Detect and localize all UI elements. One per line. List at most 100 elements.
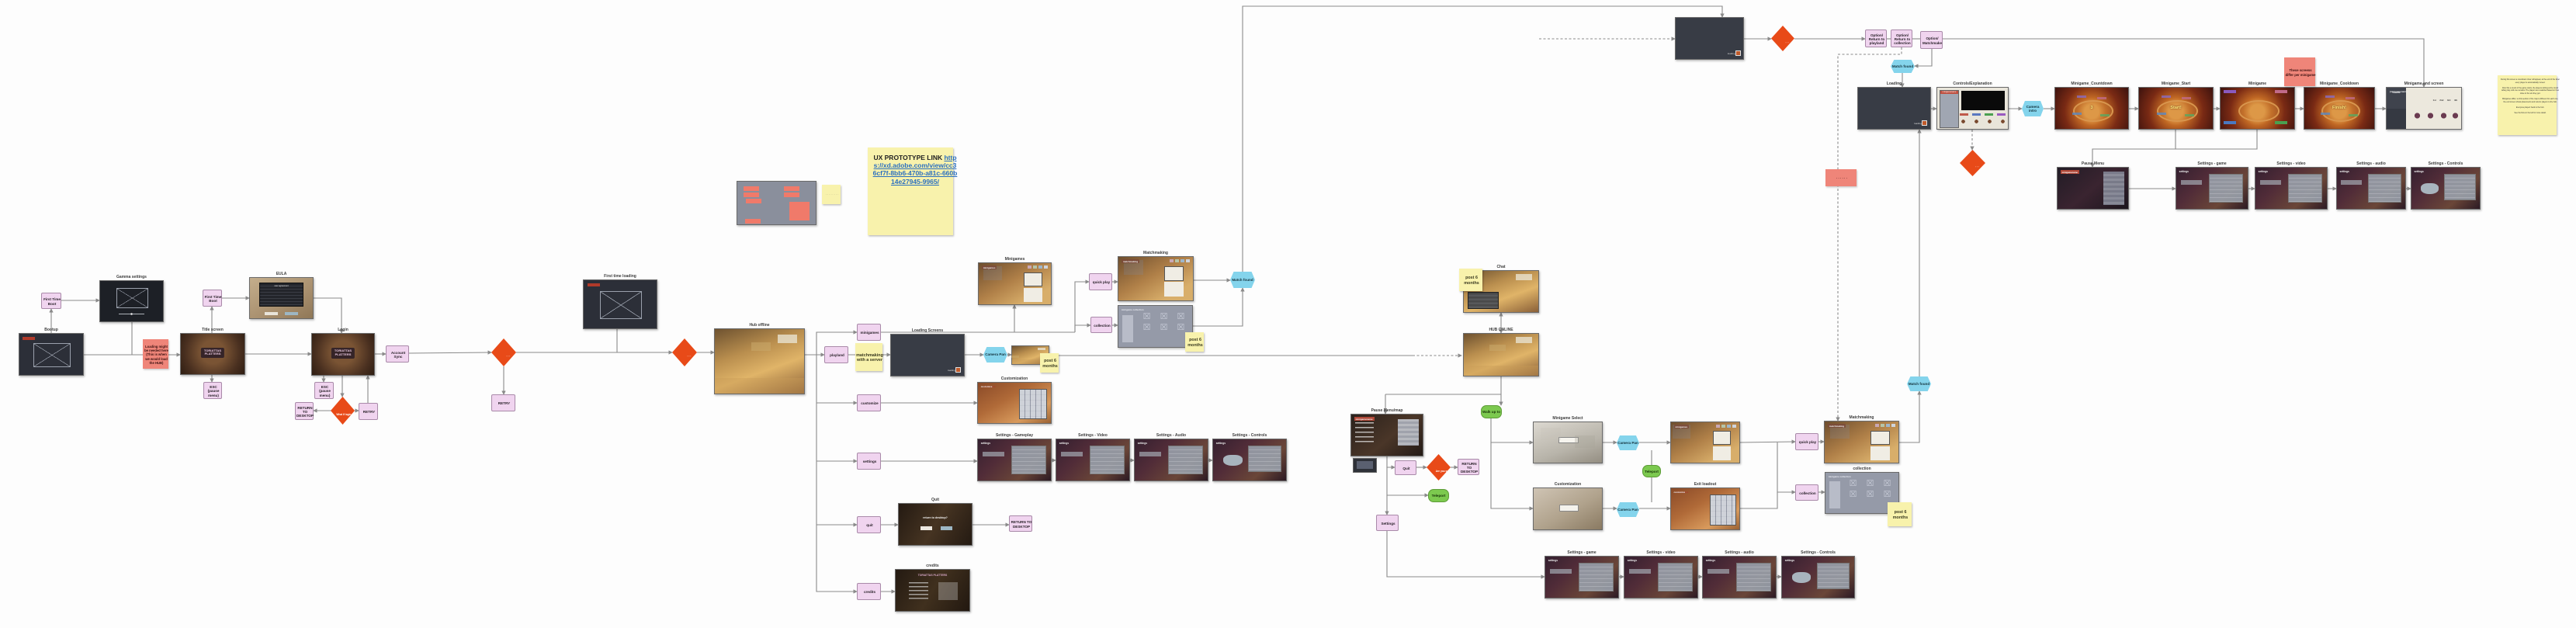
action-option-matchmake[interactable]: Option/ Matchmake [1920,31,1943,49]
screen-minigame-select[interactable]: Minigame Select [1533,416,1603,463]
screen-eula[interactable]: EULA [249,272,314,319]
note-ux-prototype[interactable]: UX PROTOTYPE LINK https://xd.adobe.com/v… [868,147,957,235]
screen-hub-online[interactable]: HUB ONLINE [1463,328,1539,376]
event-camera-pan-2[interactable]: Camera Pan [1617,435,1639,450]
decision-top[interactable]: · · · [1771,26,1794,51]
action-retry-2[interactable]: RETRY [491,394,515,411]
action-minigames[interactable]: minigames [857,324,881,341]
action-quit-pause[interactable]: Quit [1395,460,1416,475]
screen-hub-offline[interactable]: Hub offline [714,323,805,394]
screen-loading-top[interactable] [1675,17,1744,60]
screen-minigames-2[interactable]: minigames [1670,422,1740,463]
action-option-return-collection[interactable]: Option/ Return to collection [1891,29,1912,47]
screen-minigame[interactable]: Minigame [2220,82,2295,130]
action-retry-2-text: RETRY [498,401,511,406]
event-match-found-2[interactable]: Match found [1907,376,1931,391]
action-settings-pause[interactable]: Settings [1376,515,1399,531]
event-match-found-3[interactable]: Match found [1891,60,1915,73]
decision-loaded[interactable]: · · · [672,338,697,366]
screen-customization-select[interactable]: Customization [1533,482,1603,530]
screen-first-time-loading[interactable]: First time loading [583,274,657,329]
warn-small-top[interactable]: · · · · · · [1825,169,1857,186]
action-settings[interactable]: settings [857,453,881,470]
ux-prototype-link[interactable]: https://xd.adobe.com/view/cc36cf7f-8bb6-… [872,154,958,186]
decision-controls[interactable]: · · · [1960,150,1985,176]
note-matchmaking-server[interactable]: matchmaking with a server [855,343,883,371]
note-small-wireframe[interactable]: · · · · · · · · · · · · [822,185,841,204]
decision-first-time[interactable]: · · · [491,338,516,366]
note-minigame-flow[interactable]: During this screen a countdown timer wil… [2498,75,2560,135]
action-first-time-boot-2[interactable]: First Time Boot [203,290,222,307]
action-credits[interactable]: credits [857,583,881,600]
screen-credits[interactable]: credits [895,564,970,612]
event-match-found-1[interactable]: Match found [1230,272,1255,288]
note-post-6-months-1[interactable]: post 6 months [1040,353,1059,373]
action-return-desktop-2[interactable]: RETURN TO DESKTOP [1458,459,1479,475]
screen-map-small[interactable] [1353,458,1377,473]
warn-screens-differ[interactable]: These screens differ per minigame [2284,57,2315,86]
action-first-time-boot-1[interactable]: First Time Boot [41,293,61,309]
action-quick-play-1[interactable]: quick play [1089,273,1112,290]
warn-loading-needed[interactable]: Loading might be needed here (This is wh… [143,339,168,369]
action-return-desktop-3[interactable]: RETURN TO DESKTOP [1009,515,1032,532]
screen-quit[interactable]: Quit [898,498,973,546]
screen-title[interactable]: Title screen [180,328,245,375]
decision-are-you-sure[interactable]: Are you sure [1427,454,1451,481]
action-account-sync[interactable]: Account Sync [386,345,409,363]
event-camera-pan-3[interactable]: Camera Pan [1617,502,1639,517]
action-option-return-playland[interactable]: Option/ Return to playland [1865,29,1887,47]
action-quit[interactable]: quit [857,516,881,533]
trigger-walk-up-to[interactable]: Walk up to [1481,405,1502,418]
event-camera-pan-1[interactable]: Camera Pan [983,347,1007,363]
note-post-6-months-4[interactable]: post 6 months [1888,502,1912,526]
screen-bootup[interactable]: Bootup [19,328,84,376]
screen-minigame-end[interactable]: Minigame end screen(minigamename) [2386,82,2462,130]
trigger-teleport-1[interactable]: Teleport [1428,489,1449,502]
note-post-6-months-3[interactable]: post 6 months [1459,269,1482,291]
action-esc-pause-1[interactable]: ESC (pause menu) [203,382,222,399]
action-quick-play-2[interactable]: quick play [1795,433,1818,450]
action-collection-1[interactable]: collection [1090,317,1112,333]
action-esc-pause-2[interactable]: ESC (pause menu) [314,382,334,399]
action-return-desktop-1[interactable]: RETURN TO DESKTOP [295,402,314,420]
action-customize[interactable]: customize [857,394,881,411]
note-post-6-months-2[interactable]: post 6 months [1185,332,1204,352]
screen-pause-menu-minigame[interactable]: Pause Menu [2057,161,2129,210]
action-retry-1[interactable]: RETRY [359,403,378,420]
screen-login[interactable]: Login [311,328,375,376]
screen-controls-explanation[interactable]: Controls/Explanation [1936,82,2009,130]
screen-ui-wireframe[interactable] [737,181,816,225]
action-collection-2[interactable]: collection [1795,484,1818,501]
screen-gamma-settings[interactable]: Gamma settings [99,275,164,322]
screen-loading-screens[interactable]: Loading Screens [890,328,965,376]
screen-collection-wire-1[interactable]: minigame collection [1118,305,1193,348]
event-camera-intro[interactable]: Camera intro [2022,101,2044,116]
screen-loading-2[interactable]: Loading [1857,82,1931,130]
trigger-teleport-2[interactable]: Teleport [1642,465,1661,477]
decision-login-failed[interactable]: What if login failed [331,397,355,425]
action-playland[interactable]: playland [824,346,848,363]
